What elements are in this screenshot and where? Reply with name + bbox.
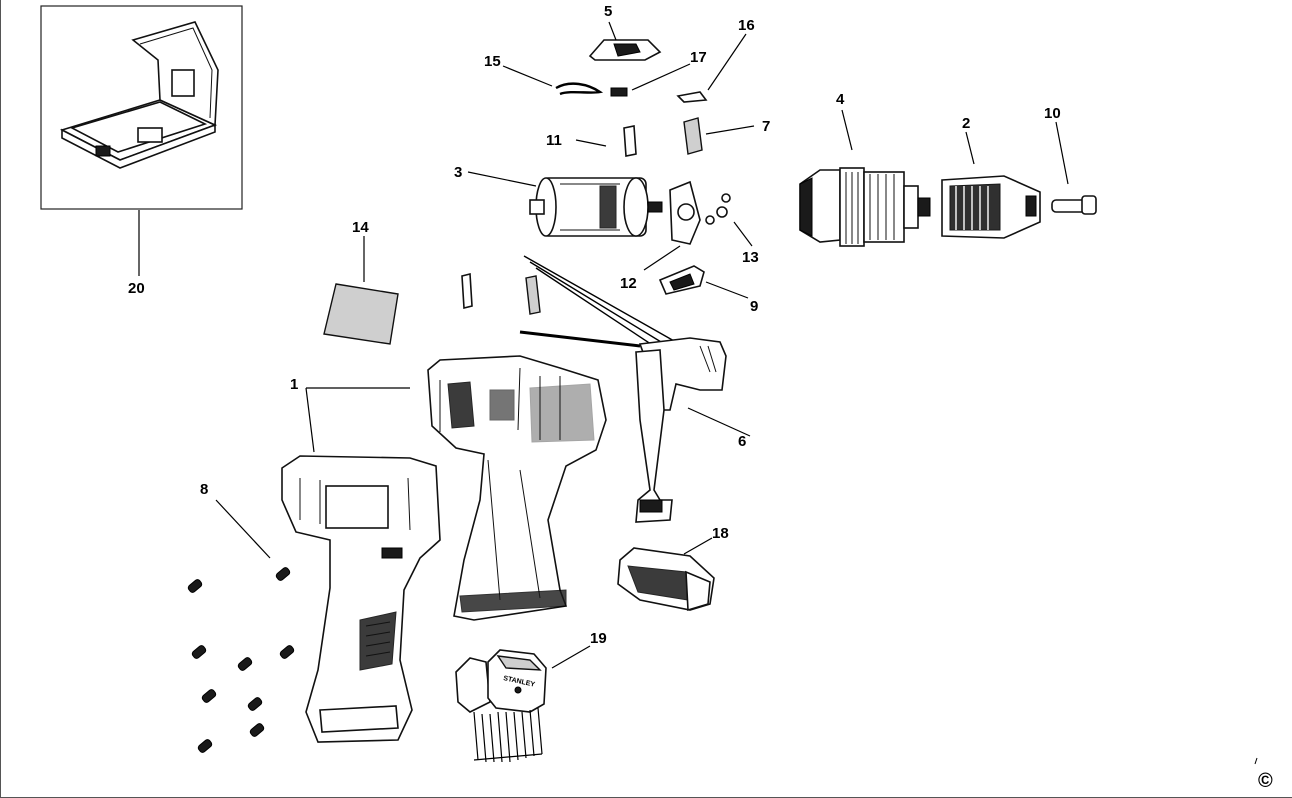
part-12-end-plate: [643, 180, 701, 271]
part-13-screws: [705, 193, 753, 247]
callout-11: 11: [546, 132, 562, 149]
part-19-charger: STANLEY: [455, 645, 591, 763]
callout-1: 1: [290, 376, 298, 393]
callout-6: 6: [738, 433, 746, 450]
part-17-spring: [610, 63, 691, 97]
callout-7: 7: [762, 118, 770, 135]
callout-17: 17: [690, 49, 707, 66]
copyright-symbol: ©: [1258, 770, 1273, 792]
part-7-brush: [683, 117, 755, 155]
part-1-housing: [281, 355, 607, 743]
callout-3: 3: [454, 164, 462, 181]
callout-20: 20: [128, 280, 145, 297]
part-5-switch-button: [588, 21, 662, 61]
spare-brush-parts: [461, 272, 541, 315]
callout-2: 2: [962, 115, 970, 132]
part-8-screws: [187, 499, 295, 753]
callout-9: 9: [750, 298, 758, 315]
part-11-brush-holder: [575, 125, 637, 157]
part-20-carry-case: [40, 5, 243, 276]
part-6-switch-assembly: [519, 255, 751, 523]
callout-16: 16: [738, 17, 755, 34]
part-4-gearbox: [799, 109, 931, 247]
part-16-lever: [676, 33, 747, 103]
part-14-label: [323, 236, 399, 345]
callout-18: 18: [712, 525, 729, 542]
part-18-battery: [617, 537, 715, 612]
callout-10: 10: [1044, 105, 1061, 122]
part-2-chuck: [941, 131, 1041, 239]
stray-mark: [1254, 757, 1258, 765]
part-10-chuck-screw: [1051, 121, 1097, 215]
callout-labels: 5 16 15 17 4 2 10 11 7 3 14 13 12 20 9 1…: [128, 3, 1061, 647]
callout-14: 14: [352, 219, 369, 236]
callout-5: 5: [604, 3, 612, 20]
callout-15: 15: [484, 53, 501, 70]
part-15-spring-clip: [502, 65, 604, 96]
callout-13: 13: [742, 249, 759, 266]
callout-12: 12: [620, 275, 637, 292]
callout-8: 8: [200, 481, 208, 498]
callout-4: 4: [836, 91, 845, 108]
part-3-motor: [467, 171, 663, 237]
part-9-connector: [658, 265, 749, 299]
callout-19: 19: [590, 630, 607, 647]
